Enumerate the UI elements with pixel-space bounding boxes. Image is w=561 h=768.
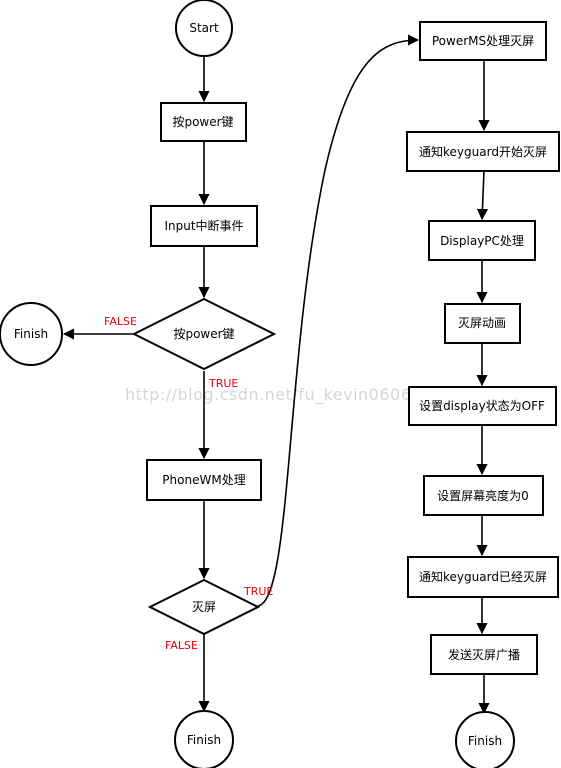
set-brightness-zero-label: 设置屏幕亮度为0	[437, 488, 529, 503]
powerms-process: PowerMS处理灭屏	[419, 21, 547, 61]
finish-left-node: Finish	[0, 302, 63, 366]
arrow-keyguard-to-displaypc	[476, 170, 489, 221]
notify-keyguard-done-label: 通知keyguard已经灭屏	[419, 570, 547, 584]
start-label: Start	[189, 21, 219, 35]
screen-true-label: TRUE	[243, 585, 273, 598]
phonewm-label: PhoneWM处理	[162, 473, 245, 487]
arrow-screenoff-true-to-powerms	[257, 34, 420, 607]
send-broadcast-label: 发送灭屏广播	[448, 647, 520, 662]
set-display-off-process: 设置display状态为OFF	[408, 386, 557, 426]
notify-keyguard-start-process: 通知keyguard开始灭屏	[406, 131, 560, 172]
phonewm-process: PhoneWM处理	[146, 459, 262, 501]
screen-off-animation-label: 灭屏动画	[458, 316, 506, 330]
displaypc-process: DisplayPC处理	[428, 220, 536, 261]
finish-right-label: Finish	[468, 734, 502, 748]
start-node: Start	[175, 0, 233, 57]
finish-right-node: Finish	[455, 711, 515, 768]
set-display-off-label: 设置display状态为OFF	[419, 399, 545, 413]
screen-off-decision-label: 灭屏	[192, 600, 216, 614]
watermark-text: http://blog.csdn.net/fu_kevin0606	[125, 385, 411, 405]
power-false-label: FALSE	[104, 315, 137, 328]
input-interrupt-label: Input中断事件	[164, 218, 243, 233]
press-power-label: 按power键	[172, 115, 233, 129]
input-interrupt-process: Input中断事件	[150, 205, 258, 247]
powerms-label: PowerMS处理灭屏	[432, 34, 534, 48]
send-broadcast-process: 发送灭屏广播	[430, 634, 538, 675]
screen-off-decision: 灭屏	[147, 578, 261, 636]
power-true-label: TRUE	[208, 377, 238, 390]
press-power-process: 按power键	[160, 102, 247, 142]
screen-off-animation-process: 灭屏动画	[444, 303, 521, 344]
finish-bottom-node: Finish	[174, 710, 234, 768]
finish-left-label: Finish	[14, 327, 48, 341]
displaypc-label: DisplayPC处理	[440, 234, 524, 248]
set-brightness-zero-process: 设置屏幕亮度为0	[423, 475, 544, 516]
power-decision: 按power键	[131, 297, 277, 371]
notify-keyguard-done-process: 通知keyguard已经灭屏	[407, 556, 559, 598]
finish-bottom-label: Finish	[187, 733, 221, 747]
screen-false-label: FALSE	[165, 639, 198, 652]
power-decision-label: 按power键	[173, 327, 234, 341]
notify-keyguard-start-label: 通知keyguard开始灭屏	[419, 145, 547, 159]
